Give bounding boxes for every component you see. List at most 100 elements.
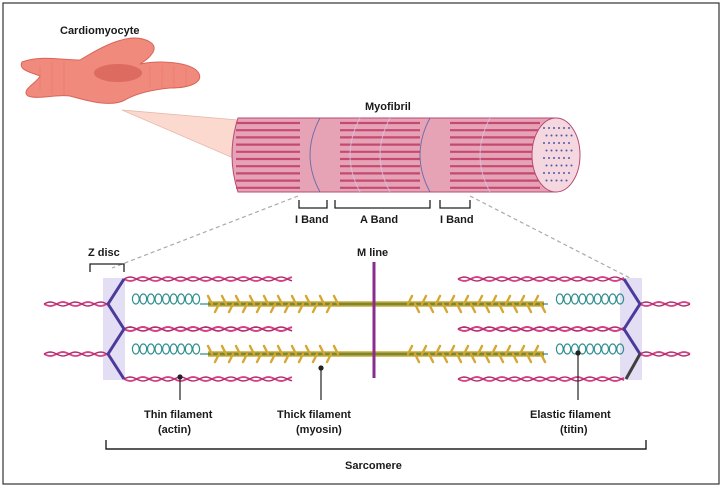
cross-section-dot xyxy=(545,179,548,182)
cross-section-dot xyxy=(560,149,563,152)
cross-section-dot xyxy=(555,134,558,137)
thin-filament xyxy=(123,326,293,332)
cardiomyocyte-label: Cardiomyocyte xyxy=(60,25,139,37)
i-band-left-label: I Band xyxy=(295,214,329,226)
cross-section-dot xyxy=(560,134,563,137)
cross-section-dots xyxy=(543,127,573,182)
cross-section-dot xyxy=(548,127,550,129)
sarcomere-bracket xyxy=(105,440,647,450)
titin-spring xyxy=(131,343,201,355)
cross-section-dot xyxy=(558,127,560,129)
cross-section-dot xyxy=(543,142,545,144)
z-disc-right-lower xyxy=(624,353,642,380)
thin-filament xyxy=(457,276,625,282)
cross-section-dot xyxy=(568,157,570,159)
cross-section-dot xyxy=(543,172,545,174)
zoom-lines xyxy=(111,195,631,279)
thin-filament xyxy=(43,301,109,307)
myofibril xyxy=(231,117,581,193)
cross-section-dot xyxy=(563,157,565,159)
a-band-label: A Band xyxy=(360,214,398,226)
thin-filament xyxy=(123,376,293,382)
titin-spring xyxy=(555,293,625,305)
elastic-filament-sub: (titin) xyxy=(560,424,588,436)
cross-section-dot xyxy=(545,164,548,167)
cross-section-dot xyxy=(548,142,550,144)
cross-section-dot xyxy=(563,127,565,129)
cross-section-dot xyxy=(548,172,550,174)
myofibril-zline xyxy=(309,117,321,193)
titin-spring xyxy=(555,343,625,355)
cross-section-dot xyxy=(558,157,560,159)
i-band-left-bracket xyxy=(298,200,328,209)
cross-section-dot xyxy=(568,127,570,129)
thin-filament-label: Thin filament xyxy=(144,409,213,421)
cross-section-dot xyxy=(560,164,563,167)
cross-section-dot xyxy=(553,142,555,144)
cross-section-dot xyxy=(570,164,573,167)
cross-section-dot xyxy=(555,164,558,167)
cross-section-dot xyxy=(570,134,573,137)
cross-section-dot xyxy=(555,149,558,152)
pointers xyxy=(179,353,579,400)
cross-section-dot xyxy=(568,142,570,144)
i-band-right-bracket xyxy=(439,200,471,209)
cross-section-dot xyxy=(558,142,560,144)
band-brackets xyxy=(298,200,471,209)
cross-section-dot xyxy=(568,172,570,174)
cross-section-dot xyxy=(543,127,545,129)
thick-filament xyxy=(206,344,547,364)
cross-section-dot xyxy=(565,149,568,152)
z-disc-label: Z disc xyxy=(88,247,120,259)
thin-filament xyxy=(457,376,625,382)
cross-section-dot xyxy=(550,134,553,137)
z-disc-right xyxy=(622,278,642,355)
cross-section-dot xyxy=(548,157,550,159)
sarcomere-label: Sarcomere xyxy=(345,460,402,472)
myofibril-zline xyxy=(419,117,431,193)
thin-filament xyxy=(639,351,691,357)
pointer-dots xyxy=(177,350,581,380)
cross-section-dot xyxy=(565,134,568,137)
z-disc-left xyxy=(106,278,126,380)
myofibril-label: Myofibril xyxy=(365,101,411,113)
z-region-right xyxy=(620,278,642,380)
cross-section-dot xyxy=(563,142,565,144)
z-disc-bracket xyxy=(89,263,125,272)
myofibril-stripes xyxy=(236,121,540,189)
cross-section-dot xyxy=(555,179,558,182)
thin-filament xyxy=(639,301,691,307)
cross-section-dot xyxy=(558,172,560,174)
cross-section-dot xyxy=(563,172,565,174)
thin-filament-sub: (actin) xyxy=(158,424,191,436)
cross-section-dot xyxy=(553,127,555,129)
cross-section-dot xyxy=(565,179,568,182)
titin-spring xyxy=(131,293,201,305)
i-band-right-label: I Band xyxy=(440,214,474,226)
thick-filament-sub: (myosin) xyxy=(296,424,342,436)
elastic-filament-label: Elastic filament xyxy=(530,409,611,421)
cell-nucleus xyxy=(94,64,142,82)
thick-filament-label: Thick filament xyxy=(277,409,351,421)
zoom-wedge xyxy=(121,109,239,161)
a-band-bracket xyxy=(334,200,431,209)
thin-filament xyxy=(457,326,625,332)
cross-section-dot xyxy=(550,179,553,182)
cross-section-dot xyxy=(550,164,553,167)
cross-section-dot xyxy=(560,179,563,182)
thin-filament xyxy=(43,351,109,357)
m-line-label: M line xyxy=(357,247,388,259)
z-discs xyxy=(106,278,642,380)
cross-section-dot xyxy=(565,164,568,167)
thick-filament xyxy=(206,294,547,314)
cross-section-dot xyxy=(570,149,573,152)
cross-section-dot xyxy=(545,149,548,152)
thin-filament xyxy=(123,276,293,282)
sarcomere-filaments xyxy=(43,276,691,382)
cardiomyocyte-cell xyxy=(20,37,201,104)
cross-section-dot xyxy=(543,157,545,159)
cross-section-dot xyxy=(550,149,553,152)
